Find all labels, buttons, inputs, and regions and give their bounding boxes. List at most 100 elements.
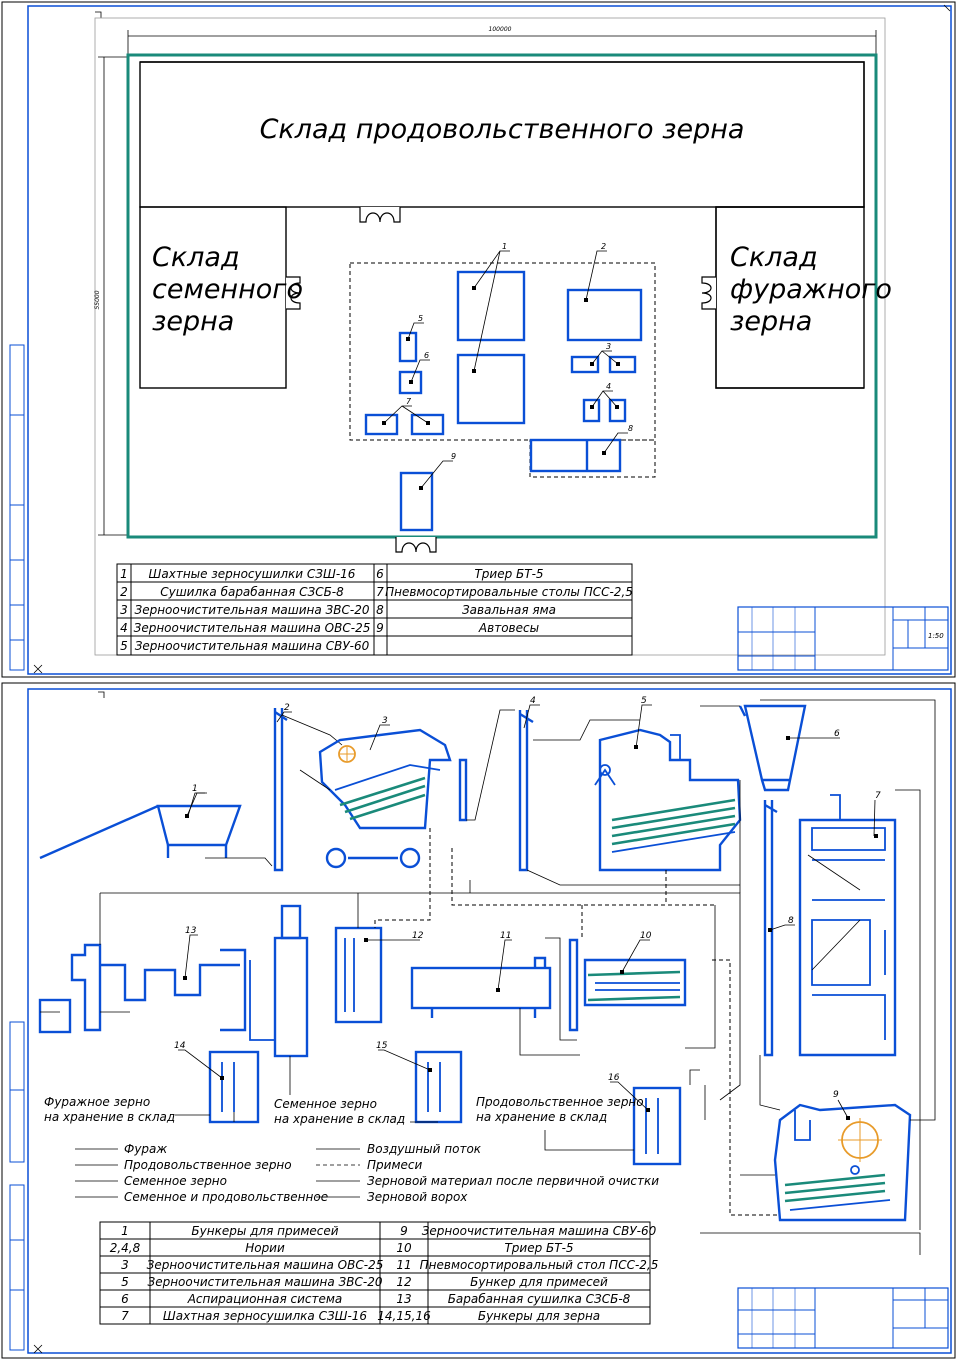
s2-callout-5: 5	[641, 696, 647, 706]
callout-8: 8	[628, 424, 633, 433]
cleaner-ovs25-machine	[299, 728, 468, 869]
eq-row-6-name: Шахтная зерносушилка СЗШ-16	[163, 1309, 368, 1323]
sheet-1-legend-rows: 1 Шахтные зерносушилки СЗШ-16 2 Сушилка …	[120, 567, 633, 653]
cleaner-zvs20-machine	[594, 728, 742, 872]
s2-callout-8: 8	[788, 916, 794, 926]
s2-callout-6: 6	[834, 729, 840, 739]
equipment-plan	[364, 270, 643, 532]
trier-bt5	[398, 370, 423, 395]
cleaner-zvs20-a	[570, 355, 600, 374]
receiving-pit	[529, 438, 622, 473]
sheet-2-title-block	[737, 1287, 949, 1349]
sheet-1-side-strip-bottom	[9, 504, 25, 671]
legend-1-num: 1	[120, 567, 128, 581]
legend-impurities: Примеси	[367, 1158, 422, 1172]
elevator-8	[763, 800, 778, 1057]
s2-callout-1: 1	[192, 784, 198, 794]
eq-row-1-n: 1	[121, 1224, 129, 1238]
eq-row-5-name2: Барабанная сушилка СЗСБ-8	[448, 1292, 631, 1306]
callout-1: 1	[502, 242, 507, 251]
storage-food-line-2: на хранение в склад	[476, 1110, 607, 1124]
sheet-2-frame	[27, 688, 952, 1354]
cleaner-ovs25-b	[608, 398, 627, 423]
eq-row-5-name: Аспирационная система	[187, 1292, 343, 1306]
eq-row-2-name: Нории	[245, 1241, 285, 1255]
s2-callout-14: 14	[174, 1041, 186, 1051]
sheet-1-legend-table	[116, 563, 633, 656]
dryer-szsh16-b	[456, 353, 526, 425]
legend-primary-cleaned: Зерновой материал после первичной очистк…	[367, 1174, 659, 1188]
legend-8-num: 8	[376, 603, 384, 617]
mine-dryer-szsh16	[798, 794, 897, 1057]
eq-row-2-name2: Триер БТ-5	[504, 1241, 573, 1255]
sheet-2-outer-border	[1, 682, 956, 1359]
door-food-warehouse	[359, 207, 401, 223]
pss-table-a	[364, 413, 399, 436]
eq-row-2-n: 2,4,8	[110, 1241, 141, 1255]
storage-seed-line-2: на хранение в склад	[274, 1112, 405, 1126]
food-grain-warehouse	[139, 61, 865, 208]
eq-row-5-n2: 13	[396, 1292, 411, 1306]
door-feed-warehouse	[701, 276, 716, 310]
s2-callout-2: 2	[284, 703, 290, 713]
legend-8-name: Завальная яма	[462, 603, 556, 617]
cleaner-zvs20-b	[608, 355, 637, 374]
drum-dryer-szsb8-machine	[38, 904, 309, 1058]
callout-3: 3	[606, 342, 611, 351]
drum-dryer-szsb8	[566, 288, 643, 342]
eq-row-6-name2: Бункеры для зерна	[478, 1309, 600, 1323]
cleaner-svu60-machine	[773, 1103, 912, 1222]
eq-row-3-name: Зерноочистительная машина ОВС-25	[147, 1258, 384, 1272]
eq-row-1-name2: Зерноочистительная машина СВУ-60	[422, 1224, 657, 1238]
legend-2-num: 2	[120, 585, 128, 599]
sheet-2-equipment-table	[99, 1221, 651, 1325]
legend-5-num: 5	[120, 639, 128, 653]
storage-feed-line-1: Фуражное зерно	[44, 1095, 150, 1109]
sheet-1-layout-plan: 100000 55000 Склад продовольственного зе…	[1, 1, 956, 678]
callout-9: 9	[451, 452, 456, 461]
s2-callout-11: 11	[500, 931, 511, 941]
eq-row-6-n2: 14,15,16	[377, 1309, 431, 1323]
impurity-lines	[374, 828, 780, 1216]
impurity-hopper-1	[39, 804, 242, 860]
legend-1-name: Шахтные зерносушилки СЗШ-16	[149, 567, 356, 581]
warehouse-seed-line-3: зерна	[152, 306, 234, 337]
sheet-1-frame	[27, 5, 952, 675]
callout-4: 4	[606, 382, 611, 391]
s2-callout-13: 13	[185, 926, 197, 936]
storage-seed-line-1: Семенное зерно	[274, 1097, 377, 1111]
s2-callout-16: 16	[608, 1073, 620, 1083]
eq-row-1-name: Бункеры для примесей	[191, 1224, 338, 1238]
sheet-1-outer-border	[1, 1, 956, 678]
elevator-2	[273, 708, 288, 872]
s2-callout-4: 4	[530, 696, 536, 706]
flow-lines	[40, 699, 936, 1255]
callout-2: 2	[601, 242, 606, 251]
legend-grain-heap: Зерновой ворох	[367, 1190, 468, 1204]
s2-callout-10: 10	[640, 931, 652, 941]
legend-food: Продовольственное зерно	[124, 1158, 292, 1172]
legend-seed-food: Семенное и продовольственное	[124, 1190, 328, 1204]
warehouse-seed-line-1: Склад	[152, 242, 240, 273]
legend-7-num: 7	[376, 585, 384, 599]
cleaner-svu60	[398, 331, 418, 363]
legend-5-name: Зерноочистительная машина СВУ-60	[135, 639, 370, 653]
trier-bt5-machine	[568, 938, 687, 1032]
storage-food-line-1: Продовольственное зерно	[476, 1095, 644, 1109]
grain-bunker-16	[632, 1086, 682, 1166]
s2-callout-15: 15	[376, 1041, 388, 1051]
building-outline	[126, 53, 878, 539]
warehouse-feed-line-2: фуражного	[730, 274, 892, 305]
s2-callout-3: 3	[382, 716, 388, 726]
callout-5: 5	[418, 314, 423, 323]
s2-callout-7: 7	[875, 791, 881, 801]
eq-row-4-n2: 12	[396, 1275, 411, 1289]
entrance-gate	[395, 537, 437, 553]
elevator-4	[518, 710, 534, 872]
eq-row-4-name2: Бункер для примесей	[470, 1275, 608, 1289]
sheet-1-side-strip-top	[9, 344, 25, 506]
flow-legend: Фураж Продовольственное зерно Семенное з…	[75, 1142, 659, 1204]
legend-feed: Фураж	[124, 1142, 167, 1156]
legend-6-num: 6	[376, 567, 384, 581]
